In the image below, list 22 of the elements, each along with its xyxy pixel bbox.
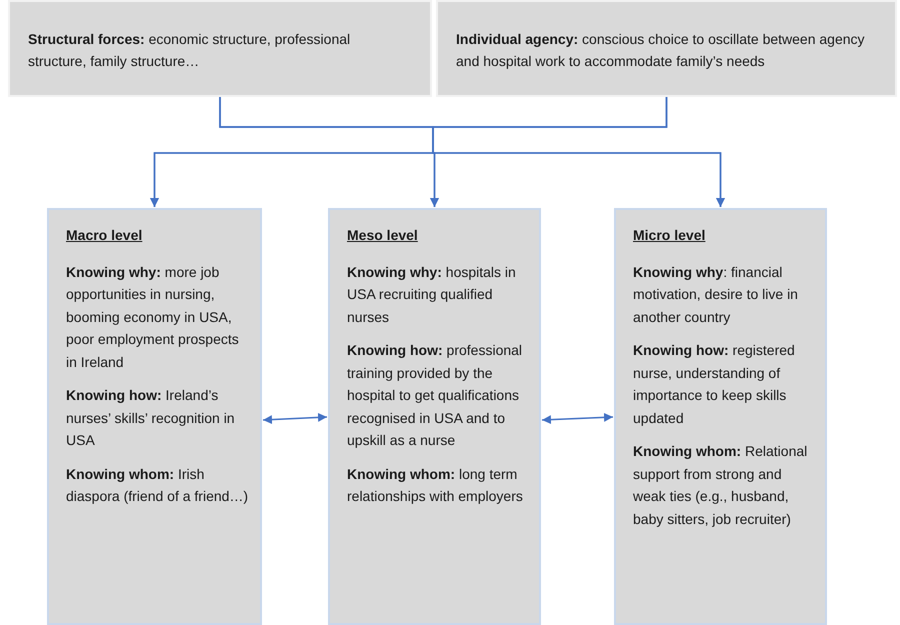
description-text: Knowing how: registered nurse, understanding of importance to keep skills updated <box>633 341 796 428</box>
level-heading: Meso level <box>347 226 419 245</box>
level-box <box>328 208 541 625</box>
description-text: Knowing whom: Relational support from strong and weak ties (e.g., husband, baby sitters, job recruiter) <box>633 442 808 529</box>
description-text: Knowing why: financial motivation, desire to live in another country <box>633 262 799 327</box>
level-box <box>614 208 827 625</box>
description-text: Structural forces: economic structure, professional structure, family structure… <box>28 30 352 71</box>
description-text: Knowing why: more job opportunities in nursing, booming economy in USA, poor employment prospects in Ireland <box>66 262 240 372</box>
connector-arrow <box>262 412 328 424</box>
description-text: Knowing how: Ireland’s nurses’ skills’ recognition in USA <box>66 386 236 450</box>
factor-box <box>8 0 432 97</box>
description-text: Knowing how: professional training provided by the hospital to get qualifications recognised in USA and to upskill as a nurse <box>347 341 524 450</box>
description-text: Knowing whom: Irish diaspora (friend of a friend…) <box>66 464 250 506</box>
level-heading: Micro level <box>633 226 706 245</box>
connector-arrow <box>432 97 725 207</box>
level-heading: Macro level <box>66 226 144 245</box>
level-box <box>47 208 262 625</box>
description-text: Knowing why: hospitals in USA recruiting qualified nurses <box>347 262 517 326</box>
description-text: Knowing whom: long term relationships with employers <box>347 464 524 506</box>
connector-arrow <box>542 412 614 424</box>
factor-box <box>436 0 897 97</box>
description-text: Individual agency: conscious choice to oscillate between agency and hospital work to accommodate family’s needs <box>456 30 866 71</box>
